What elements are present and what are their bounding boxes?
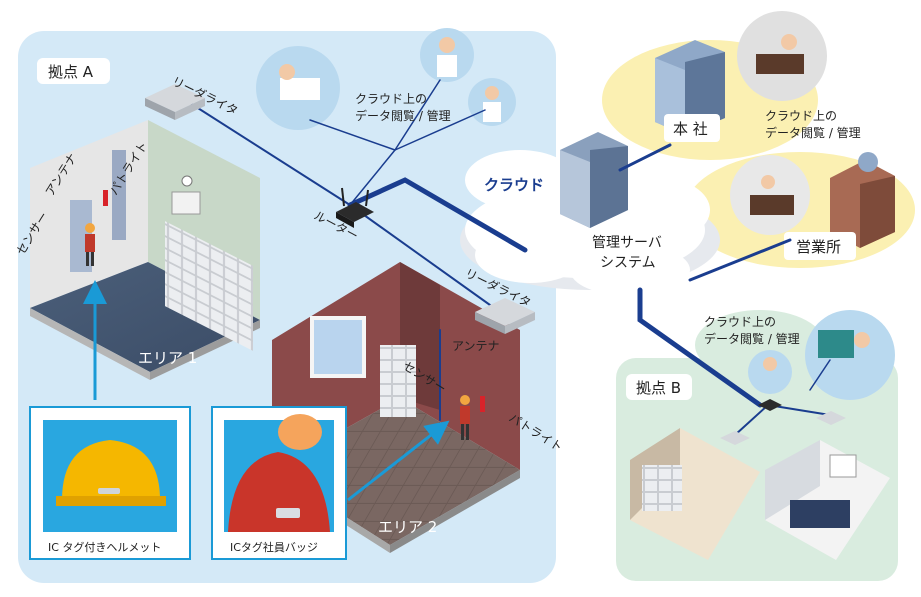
area1-label: エリア 1 <box>138 349 197 367</box>
cloud-label: クラウド <box>484 176 544 194</box>
reader-writer-2-device <box>475 298 535 334</box>
antenna-2-label: アンテナ <box>452 339 500 353</box>
arrow-badge-to-area2 <box>347 420 450 502</box>
helmet-caption: IC タグ付きヘルメット <box>48 540 161 554</box>
hq-cloud-view-line2: データ閲覧 / 管理 <box>765 125 861 140</box>
area2-label: エリア 2 <box>378 518 437 536</box>
server-label-line2: システム <box>600 255 656 271</box>
patlite-1-device <box>103 190 108 206</box>
network-lines <box>189 79 831 436</box>
site-b-title: 拠点 B <box>636 379 681 397</box>
cloud-shape <box>460 150 720 296</box>
site-b-cloud-view-line2: データ閲覧 / 管理 <box>704 331 800 346</box>
hq-cloud-view-line1: クラウド上の <box>765 109 837 123</box>
router-device <box>336 187 374 228</box>
office-label: 営業所 <box>796 238 841 256</box>
area1-room <box>30 120 260 380</box>
site-b-reader-devices <box>720 411 846 445</box>
site-a-title-tab <box>37 58 110 84</box>
badge-caption: ICタグ社員バッジ <box>230 540 318 554</box>
reader-writer-1-device <box>145 84 205 120</box>
hq-label-box <box>664 114 720 142</box>
office-label-box <box>784 232 856 260</box>
cloud-viewer-site-a <box>256 28 516 130</box>
site-b-rooms <box>630 428 890 560</box>
site-a-cloud-view-line2: データ閲覧 / 管理 <box>355 108 451 123</box>
site-b-view-blob <box>695 310 825 380</box>
worker-area2 <box>460 395 470 440</box>
site-a-cloud-view-line1: クラウド上の <box>355 92 427 106</box>
helmet-inset <box>29 406 191 560</box>
management-server <box>560 132 628 228</box>
site-a-title: 拠点 A <box>48 63 94 81</box>
worker-area1 <box>85 223 95 266</box>
hq-label: 本 社 <box>673 120 708 138</box>
site-b-title-tab <box>626 374 692 400</box>
server-label-line1: 管理サーバ <box>592 235 662 251</box>
cloud-viewer-site-b <box>748 310 895 400</box>
office-building <box>730 152 895 248</box>
badge-inset <box>211 406 347 560</box>
patlite-2-device <box>480 396 485 412</box>
site-b-cloud-view-line1: クラウド上の <box>704 315 776 329</box>
cloud-viewer-hq <box>737 11 827 101</box>
site-b-router-device <box>758 399 782 411</box>
